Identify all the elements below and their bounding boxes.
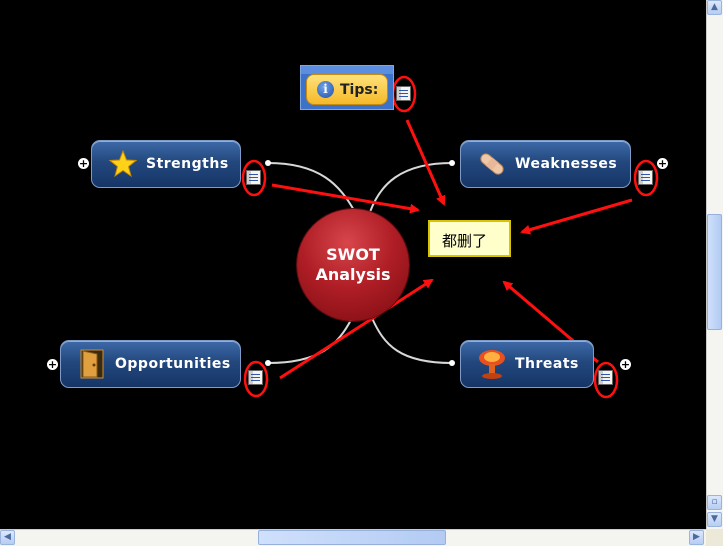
split-view-icon[interactable]: ▫ bbox=[707, 495, 722, 510]
expand-plus-icon[interactable]: + bbox=[620, 359, 631, 370]
explosion-icon bbox=[477, 349, 507, 379]
topic-label: Strengths bbox=[146, 156, 229, 172]
scroll-left-button[interactable]: ◀ bbox=[0, 530, 15, 545]
horizontal-scroll-thumb[interactable] bbox=[258, 530, 446, 545]
scroll-right-button[interactable]: ▶ bbox=[689, 530, 704, 545]
expand-plus-icon[interactable]: + bbox=[78, 158, 89, 169]
topic-threats[interactable]: Threats bbox=[460, 340, 594, 388]
topic-label: Threats bbox=[515, 356, 579, 372]
tips-label: Tips: bbox=[340, 82, 378, 98]
tips-boundary[interactable]: i Tips: bbox=[300, 65, 394, 110]
topic-strengths[interactable]: Strengths bbox=[91, 140, 241, 188]
note-icon[interactable] bbox=[598, 370, 613, 385]
bandage-icon bbox=[477, 149, 507, 179]
annotation-callout: 都删了 bbox=[428, 220, 511, 257]
tips-topic[interactable]: i Tips: bbox=[306, 74, 388, 105]
note-icon[interactable] bbox=[248, 370, 263, 385]
expand-plus-icon[interactable]: + bbox=[657, 158, 668, 169]
note-icon[interactable] bbox=[246, 170, 261, 185]
topic-weaknesses[interactable]: Weaknesses bbox=[460, 140, 631, 188]
mindmap-canvas[interactable]: i Tips: Strengths + Weaknesses + Opportu… bbox=[0, 0, 706, 529]
door-icon bbox=[77, 349, 107, 379]
note-icon[interactable] bbox=[638, 170, 653, 185]
info-icon: i bbox=[317, 81, 334, 98]
note-icon[interactable] bbox=[396, 86, 411, 101]
vertical-scroll-thumb[interactable] bbox=[707, 214, 722, 330]
scroll-down-button[interactable]: ▼ bbox=[707, 512, 722, 527]
topic-label: Opportunities bbox=[115, 356, 231, 372]
star-icon bbox=[108, 149, 138, 179]
vertical-scrollbar[interactable]: ▲ ▫ ▼ bbox=[706, 0, 723, 529]
expand-plus-icon[interactable]: + bbox=[47, 359, 58, 370]
horizontal-scrollbar[interactable]: ◀ ▶ bbox=[0, 529, 706, 546]
central-topic[interactable]: SWOT Analysis bbox=[297, 209, 409, 321]
central-topic-line2: Analysis bbox=[315, 265, 390, 285]
scroll-up-button[interactable]: ▲ bbox=[707, 0, 722, 15]
topic-opportunities[interactable]: Opportunities bbox=[60, 340, 241, 388]
boundary-handle[interactable] bbox=[301, 66, 393, 74]
topic-label: Weaknesses bbox=[515, 156, 617, 172]
scroll-corner bbox=[706, 529, 723, 546]
central-topic-line1: SWOT bbox=[326, 245, 380, 265]
